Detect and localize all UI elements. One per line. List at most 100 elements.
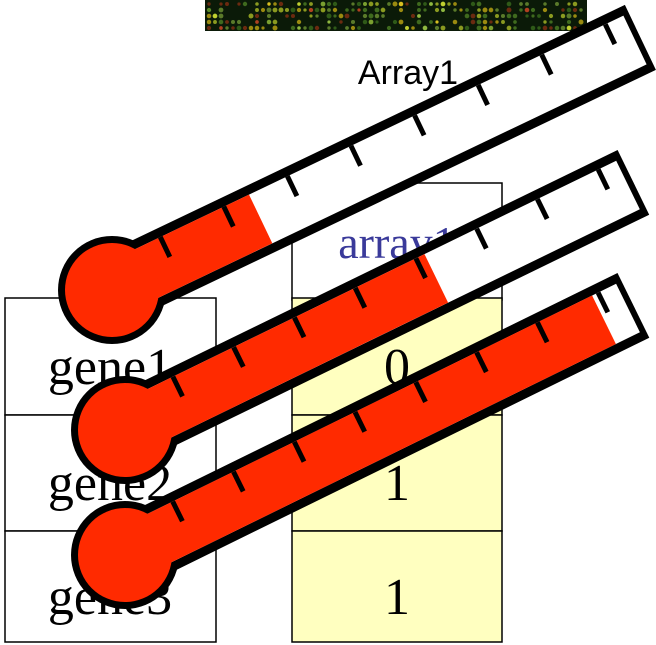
microarray-spot xyxy=(242,25,248,31)
microarray-spot xyxy=(278,7,284,13)
microarray-spot xyxy=(260,7,266,13)
microarray-spot xyxy=(303,8,307,12)
microarray-spot xyxy=(309,2,313,6)
microarray-spot xyxy=(542,25,548,31)
thermometer-tick xyxy=(158,235,173,258)
microarray-spot xyxy=(512,13,518,19)
microarray-spot xyxy=(566,25,572,31)
thermometer xyxy=(58,4,656,344)
microarray-spot xyxy=(519,2,523,6)
microarray-spot xyxy=(218,7,224,13)
microarray-spot xyxy=(537,26,541,30)
microarray-spot xyxy=(309,14,313,18)
microarray-spot xyxy=(338,13,344,19)
microarray-spot xyxy=(519,8,523,12)
microarray-spot xyxy=(326,13,332,19)
microarray-spot xyxy=(566,19,572,25)
microarray-spot xyxy=(285,14,289,18)
microarray-spot xyxy=(272,25,278,31)
thermometer-bulb xyxy=(78,508,172,602)
microarray-spot xyxy=(411,26,415,30)
microarray-spot xyxy=(273,2,277,6)
microarray-spot xyxy=(554,25,560,31)
microarray-spot xyxy=(255,8,259,12)
microarray-spot xyxy=(350,19,356,25)
thermometer-tick xyxy=(348,144,363,167)
microarray-spot xyxy=(242,1,248,7)
microarray-spot xyxy=(530,25,536,31)
thermometer-mercury xyxy=(124,194,273,303)
thermometer-tick xyxy=(170,500,185,523)
microarray-spot xyxy=(206,7,212,13)
microarray-spot xyxy=(398,7,404,13)
microarray-spot xyxy=(465,8,469,12)
microarray-spot xyxy=(392,1,398,7)
microarray-spot xyxy=(543,2,547,6)
microarray-spot xyxy=(231,26,235,30)
microarray-spot xyxy=(290,13,296,19)
thermometer-tick xyxy=(603,23,618,46)
microarray-spot xyxy=(494,13,500,19)
microarray-spot xyxy=(405,2,409,6)
microarray-spot xyxy=(482,19,488,25)
microarray-spot xyxy=(440,1,446,7)
microarray-spot xyxy=(561,8,565,12)
microarray-spot xyxy=(501,20,505,24)
microarray-spot xyxy=(357,8,361,12)
microarray-spot xyxy=(230,19,236,25)
microarray-spot xyxy=(266,13,272,19)
microarray-spot xyxy=(375,2,379,6)
microarray-spot xyxy=(248,13,254,19)
microarray-spot xyxy=(506,13,512,19)
thermometer-tick xyxy=(474,351,489,374)
microarray-spot xyxy=(488,25,494,31)
microarray-spot xyxy=(447,2,451,6)
microarray-spot xyxy=(416,19,422,25)
microarray-spot xyxy=(566,13,572,19)
microarray-spot xyxy=(434,25,440,31)
microarray-spot xyxy=(315,14,319,18)
microarray-spot xyxy=(357,26,361,30)
thermometers xyxy=(58,4,656,609)
microarray-spot xyxy=(543,20,547,24)
value-label: 1 xyxy=(384,569,410,626)
microarray-spot xyxy=(440,25,446,31)
microarray-spot xyxy=(476,25,482,31)
microarray-spot xyxy=(368,13,374,19)
microarray-spot xyxy=(530,7,536,13)
microarray-spot xyxy=(345,8,349,12)
thermometer-bulb xyxy=(65,243,159,337)
microarray-spot xyxy=(524,7,530,13)
microarray-spot xyxy=(422,25,428,31)
microarray-spot xyxy=(296,7,302,13)
microarray-spot xyxy=(308,7,314,13)
thermometer-tick xyxy=(285,175,300,198)
microarray-spot xyxy=(380,7,386,13)
microarray-spot xyxy=(308,25,314,31)
microarray-spot xyxy=(387,2,391,6)
microarray-spot xyxy=(405,26,409,30)
microarray-spot xyxy=(339,20,343,24)
microarray-spot xyxy=(549,20,553,24)
microarray-spot xyxy=(506,25,512,31)
microarray-spot xyxy=(386,25,392,31)
microarray-spot xyxy=(356,1,362,7)
microarray-spot xyxy=(560,13,566,19)
microarray-spot xyxy=(236,19,242,25)
microarray-spot xyxy=(560,25,566,31)
microarray-spot xyxy=(453,8,457,12)
microarray-spot xyxy=(290,7,296,13)
microarray-spot xyxy=(297,26,301,30)
microarray-spot xyxy=(476,1,482,7)
microarray-spot xyxy=(435,20,439,24)
microarray-spot xyxy=(236,25,242,31)
thermometer-tick xyxy=(535,321,550,344)
microarray-spot xyxy=(476,13,482,19)
microarray-spot xyxy=(374,7,380,13)
thermometer-tick xyxy=(292,440,307,463)
microarray-spot xyxy=(458,25,464,31)
microarray-spot xyxy=(350,25,356,31)
microarray-spot xyxy=(429,2,433,6)
microarray-spot xyxy=(225,2,229,6)
thermometer-bulb xyxy=(78,383,172,477)
